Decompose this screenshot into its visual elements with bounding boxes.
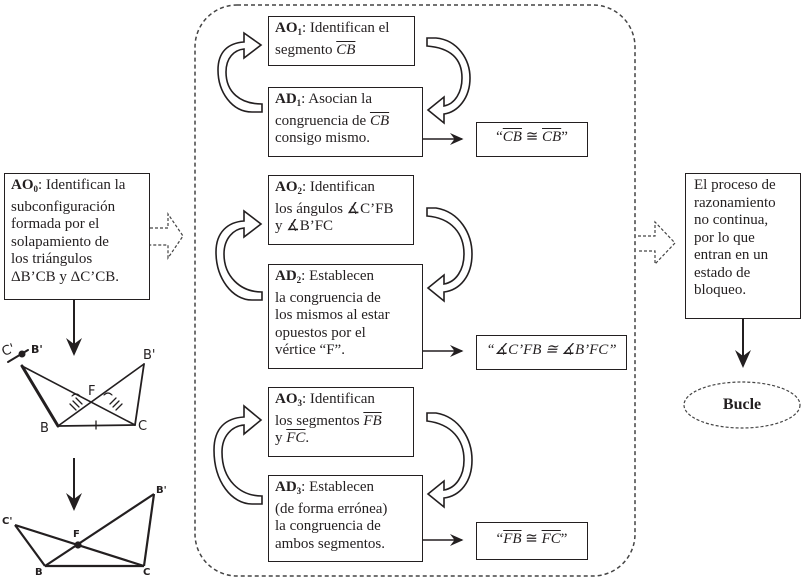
ao0-sub: 0 [33, 184, 39, 194]
result-3-open-quote: “ [496, 531, 504, 547]
dashed-arrow-left [150, 212, 184, 260]
ad3-line1: : Establecen [301, 479, 375, 495]
sketch2-label-c-prime: C' [2, 516, 13, 527]
ao3-segment-2: FC [286, 430, 306, 446]
curved-arrow-left-1 [217, 31, 263, 113]
bucle-terminal: Bucle [722, 396, 762, 413]
ad1-segment: CB [369, 112, 390, 129]
sketch1-label-c: C [138, 419, 148, 434]
ao1-code: AO [275, 20, 298, 36]
curved-arrow-left-2 [215, 209, 263, 301]
sketch1-label-b-prime-a: B' [31, 343, 43, 356]
outcome-line6: estado de [694, 264, 751, 281]
ad2-box: AD2: Establecen la congruencia de los mi… [268, 264, 423, 369]
ao0-line5: los triángulos [11, 251, 93, 267]
outcome-line3: no continua, [694, 212, 769, 228]
ao2-line1: : Identifican [302, 179, 375, 195]
outcome-line4: por lo que [694, 229, 755, 246]
ad2-line2: la congruencia de [275, 289, 381, 306]
ad3-line4: ambos segmentos. [275, 535, 385, 552]
ad3-line2: (de forma errónea) [275, 500, 388, 517]
ad1-line2: congruencia de [275, 112, 370, 129]
ao2-sub: 2 [297, 186, 303, 196]
sketch1-label-b: B [40, 421, 49, 436]
ao3-line3-end: . [305, 430, 310, 446]
ao3-line3: y [275, 430, 287, 446]
outcome-line2: razonamiento [694, 194, 776, 211]
ao2-line2: los ángulos ∡C’FB [275, 200, 394, 217]
ad2-code: AD [275, 268, 297, 284]
ad3-line3: la congruencia de [275, 518, 381, 534]
result-1-seg-a: CB [502, 129, 522, 145]
outcome-line7: bloqueo. [694, 282, 747, 298]
curved-arrow-left-3 [213, 404, 263, 505]
ao3-segment-1: FB [363, 412, 382, 429]
ad2-line4: opuestos por el [275, 324, 366, 341]
sketch1-label-f: F [88, 384, 96, 399]
outcome-line1: El proceso de [694, 177, 776, 193]
sketch-overlapping-triangles-clean [14, 493, 156, 568]
curved-arrow-right-2 [426, 207, 473, 303]
dashed-arrow-right [638, 220, 676, 266]
result-3-congruent: ≅ [521, 531, 542, 547]
sketch2-label-b: B [35, 567, 43, 578]
ao0-line1: : Identifican la [38, 177, 126, 193]
result-3-close-quote: ” [560, 531, 568, 547]
ad1-sub: 1 [296, 98, 302, 108]
sketch2-label-f: F [73, 529, 80, 540]
ad2-line1: : Establecen [301, 268, 375, 284]
sketch1-label-b-prime-b: B' [143, 348, 156, 363]
ao1-line2: segmento [275, 41, 337, 58]
ad1-box: AD1: Asocian la congruencia de CB consig… [268, 87, 423, 157]
dashed-container [194, 4, 636, 577]
ao3-box: AO3: Identifican los segmentos FB y FC. [268, 387, 414, 457]
result-3: “FB ≅ FC” [476, 522, 588, 560]
ao0-line4: solapamiento de [11, 233, 109, 250]
bucle-ellipse [683, 381, 801, 429]
result-2-text: “∡C’FB ≅ ∡B’FC” [486, 342, 617, 358]
ao0-box: AO0: Identifican la subconfiguración for… [4, 173, 150, 300]
sketch2-label-b-prime: B' [156, 485, 167, 496]
result-1-close-quote: ” [561, 129, 568, 145]
result-3-seg-a: FB [503, 531, 522, 547]
result-1: “CB ≅ CB” [476, 122, 588, 157]
ao1-box: AO1: Identifican el segmento CB [268, 16, 415, 66]
outcome-line5: entran en un [694, 247, 769, 263]
ao2-line3: y ∡B’FC [275, 218, 334, 234]
ao1-segment: CB [336, 41, 356, 58]
ad3-sub: 3 [296, 486, 302, 496]
result-1-congruent: ≅ [521, 129, 543, 145]
result-3-seg-b: FC [541, 531, 561, 547]
ao0-code: AO [11, 177, 34, 193]
ao2-code: AO [275, 179, 298, 195]
sketch-overlapping-triangles-handdrawn [7, 349, 145, 430]
ao3-sub: 3 [297, 398, 303, 408]
ao0-line6: ΔB’CB y ΔC’CB. [11, 268, 120, 285]
ao0-line3: formada por el [11, 216, 100, 232]
curved-arrow-right-3 [426, 412, 473, 509]
ao0-line2: subconfiguración [11, 198, 116, 215]
result-2: “∡C’FB ≅ ∡B’FC” [476, 335, 627, 370]
ad1-code: AD [275, 91, 297, 107]
sketch2-label-c: C [143, 567, 151, 578]
ad2-line5: vértice “F”. [275, 342, 345, 358]
ao1-sub: 1 [297, 27, 303, 37]
ad3-code: AD [275, 479, 297, 495]
result-1-open-quote: “ [496, 129, 503, 145]
ao1-line1: : Identifican el [302, 20, 390, 36]
curved-arrow-right-1 [426, 37, 471, 125]
ao2-box: AO2: Identifican los ángulos ∡C’FB y ∡B’… [268, 175, 414, 245]
ao3-line1: : Identifican [302, 391, 375, 407]
ad3-box: AD3: Establecen (de forma errónea) la co… [268, 475, 423, 562]
result-1-seg-b: CB [542, 129, 562, 145]
ad1-line3: consigo mismo. [275, 130, 371, 146]
ad2-line3: los mismos al estar [275, 307, 390, 323]
ad1-line1: : Asocian la [301, 91, 372, 107]
ao3-code: AO [275, 391, 298, 407]
ad2-sub: 2 [296, 275, 302, 285]
ao3-line2: los segmentos [275, 412, 364, 429]
outcome-box: El proceso de razonamiento no continua, … [685, 173, 801, 319]
